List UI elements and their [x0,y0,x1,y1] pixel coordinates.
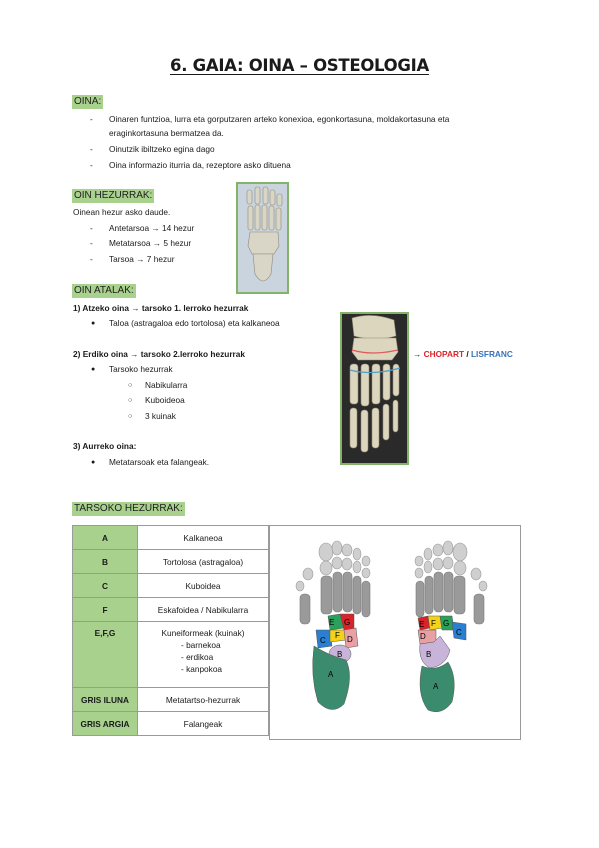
table-key: C [72,573,138,598]
hezurrak-intro: Oinean hezur asko daude. [73,207,171,217]
table-row: B Tortolosa (astragaloa) [72,549,269,574]
dash-bullet: - [90,238,93,248]
table-value: Tortolosa (astragaloa) [137,549,269,574]
oina-item-1: Oinaren funtzioa, lurra eta gorputzaren … [109,114,450,124]
dash-bullet: - [90,160,93,170]
label-separator: / [466,349,469,359]
left-label-a: A [328,670,334,679]
kuneiformeak-title: Kuneiformeak (kuinak) [161,628,245,638]
atalak-part2-sub-2: Kuboideoa [145,395,185,405]
atalak-part1-number: 1) [73,303,81,313]
section-header-oina: OINA: [72,95,104,109]
dash-bullet: - [90,114,93,124]
tarsal-bones-table: A Kalkaneoa B Tortolosa (astragaloa) C K… [72,525,269,736]
right-label-g: G [443,619,449,628]
left-foot-diagram: E G C F D B A [295,540,371,710]
oina-item-2: Oinutzik ibiltzeko egina dago [109,144,215,154]
left-label-f: F [335,631,340,640]
left-label-d: D [347,635,353,644]
right-label-f: F [431,619,436,628]
lisfranc-label: LISFRANC [470,349,513,359]
atalak-part3-item: Metatarsoak eta falangeak. [109,457,210,467]
right-foot-diagram: E F G C D B A [414,540,488,712]
atalak-part1-heading: 1) Atzeko oina → tarsoko 1. lerroko hezu… [73,303,248,314]
atalak-part1-item: Taloa (astragaloa edo tortolosa) eta kal… [109,318,280,328]
oina-item-1-cont: eraginkortasuna bermatzea da. [109,128,224,138]
table-key: B [72,549,138,574]
dot-bullet: ● [91,366,96,373]
foot-joints-illustration [342,314,407,463]
chopart-label: CHOPART [423,349,465,359]
kuneiformeak-sub-3: - kanpokoa [181,664,223,674]
foot-skeleton-image [236,182,289,294]
table-value-multiline: Kuneiformeak (kuinak) - barnekoa - erdik… [137,621,269,688]
atalak-part3-title: Aurreko oina: [82,441,137,451]
foot-joints-image [340,312,409,465]
left-label-b: B [337,650,342,659]
atalak-part2-sub-3: 3 kuinak [145,411,176,421]
atalak-part2-sub-1: Nabikularra [145,380,188,390]
foot-skeleton-illustration [238,184,287,292]
table-row: GRIS ARGIA Falangeak [72,711,269,736]
joint-lines-label: → CHOPART / LISFRANC [413,349,513,359]
dash-bullet: - [90,144,93,154]
table-value: Falangeak [137,711,269,736]
table-key: GRIS ARGIA [72,711,138,736]
atalak-part3-number: 3) [73,441,81,451]
oina-item-3: Oina informazio iturria da, rezeptore as… [109,160,291,170]
atalak-part2-heading: 2) Erdiko oina → tarsoko 2.lerroko hezur… [73,349,245,360]
table-value: Kuboidea [137,573,269,598]
left-label-g: G [344,618,350,627]
left-label-e: E [329,618,334,627]
section-header-tarsoko: TARSOKO HEZURRAK: [72,502,185,516]
table-row: A Kalkaneoa [72,525,269,550]
atalak-part2-item: Tarsoko hezurrak [109,364,173,374]
atalak-part3-heading: 3) Aurreko oina: [73,441,136,452]
tarsal-foot-diagram: E G C F D B A [295,540,488,712]
left-label-c: C [320,636,326,645]
table-value: Kalkaneoa [137,525,269,550]
kuneiformeak-sub-2: - erdikoa [181,652,214,662]
dot-bullet: ● [91,459,96,466]
atalak-part2-title: Erdiko oina → tarsoko 2.lerroko hezurrak [82,349,246,359]
table-row: C Kuboidea [72,573,269,598]
hezurrak-item-2: Metatarsoa → 5 hezur [109,238,192,248]
atalak-part1-title: Atzeko oina → tarsoko 1. lerroko hezurra… [82,303,249,313]
section-header-atalak: OIN ATALAK: [72,284,136,298]
tarsal-diagram-cell: E G C F D B A [269,525,521,740]
table-value: Metatartso-hezurrak [137,687,269,712]
hezurrak-item-1: Antetarsoa → 14 hezur [109,223,195,233]
kuneiformeak-sub-1: - barnekoa [181,640,221,650]
right-label-e: E [419,620,424,629]
dot-bullet: ● [91,320,96,327]
circle-bullet: ○ [128,413,133,420]
table-key: E,F,G [72,621,138,688]
right-label-a: A [433,682,439,691]
section-header-hezurrak: OIN HEZURRAK: [72,189,155,203]
table-row: E,F,G Kuneiformeak (kuinak) - barnekoa -… [72,621,269,688]
table-row: F Eskafoidea / Nabikularra [72,597,269,622]
table-value: Eskafoidea / Nabikularra [137,597,269,622]
arrow-icon: → [413,349,422,359]
atalak-part2-number: 2) [73,349,81,359]
page-title: 6. GAIA: OINA – OSTEOLOGIA [170,56,429,75]
right-label-b: B [426,650,431,659]
table-key: F [72,597,138,622]
circle-bullet: ○ [128,397,133,404]
dash-bullet: - [90,223,93,233]
table-key: A [72,525,138,550]
hezurrak-item-3: Tarsoa → 7 hezur [109,254,175,264]
right-label-d: D [420,632,426,641]
table-row: GRIS ILUNA Metatartso-hezurrak [72,687,269,712]
circle-bullet: ○ [128,382,133,389]
right-label-c: C [456,628,462,637]
dash-bullet: - [90,254,93,264]
table-key: GRIS ILUNA [72,687,138,712]
